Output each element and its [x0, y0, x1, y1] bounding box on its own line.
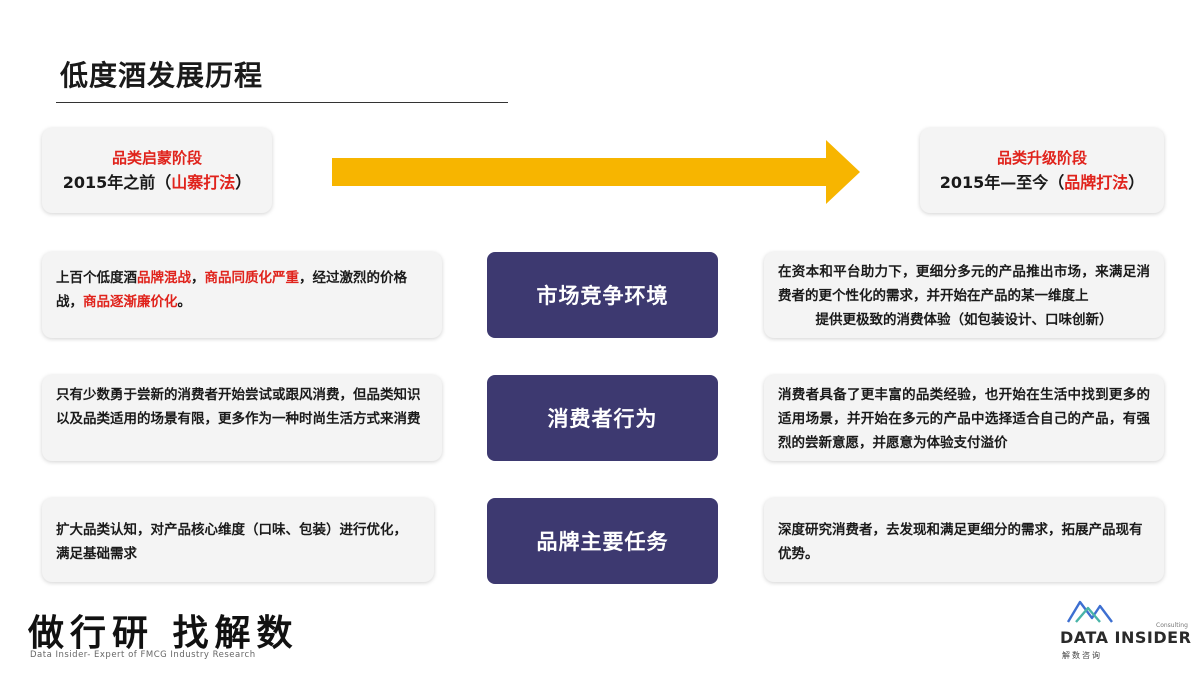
stage-name-right: 品类升级阶段	[996, 148, 1087, 167]
theme-consumer-behavior: 消费者行为	[487, 375, 718, 461]
consumer-right-card: 消费者具备了更丰富的品类经验，也开始在生活中找到更多的适用场景，并开始在多元的产…	[764, 375, 1164, 461]
stage-card-right: 品类升级阶段 2015年—至今（品牌打法）	[920, 128, 1164, 213]
logo-mark-icon	[1066, 600, 1113, 623]
logo-name: DATA INSIDER	[1060, 628, 1192, 647]
market-right-card: 在资本和平台助力下，更细分多元的产品推出市场，来满足消费者的更个性化的需求，并开…	[764, 252, 1164, 338]
logo-consulting-label: Consulting	[1156, 622, 1188, 629]
footer-subtitle: Data Insider- Expert of FMCG Industry Re…	[30, 650, 256, 660]
timeline-arrow-shape	[332, 140, 860, 204]
stage-period-right: 2015年—至今（品牌打法）	[939, 172, 1145, 192]
theme-brand-tasks: 品牌主要任务	[487, 498, 718, 584]
title-divider	[56, 102, 508, 103]
stage-name-left: 品类启蒙阶段	[111, 148, 202, 167]
consumer-left-card: 只有少数勇于尝新的消费者开始尝试或跟风消费，但品类知识以及品类适用的场景有限，更…	[42, 375, 442, 461]
market-left-card: 上百个低度酒品牌混战，商品同质化严重，经过激烈的价格战，商品逐渐廉价化。	[42, 252, 442, 338]
page-title: 低度酒发展历程	[60, 59, 264, 92]
brand-left-card: 扩大品类认知，对产品核心维度（口味、包装）进行优化，满足基础需求	[42, 498, 434, 582]
timeline-arrow	[332, 140, 860, 204]
logo-cn-name: 解数咨询	[1062, 651, 1102, 660]
brand-right-card: 深度研究消费者，去发现和满足更细分的需求，拓展产品现有优势。	[764, 498, 1164, 582]
data-insider-logo: Consulting DATA INSIDER 解数咨询	[1060, 600, 1192, 670]
stage-card-left: 品类启蒙阶段 2015年之前（山寨打法）	[42, 128, 272, 213]
theme-market-competition: 市场竞争环境	[487, 252, 718, 338]
stage-period-left: 2015年之前（山寨打法）	[62, 172, 252, 192]
footer-slogan: 做行研 找解数	[28, 612, 299, 654]
